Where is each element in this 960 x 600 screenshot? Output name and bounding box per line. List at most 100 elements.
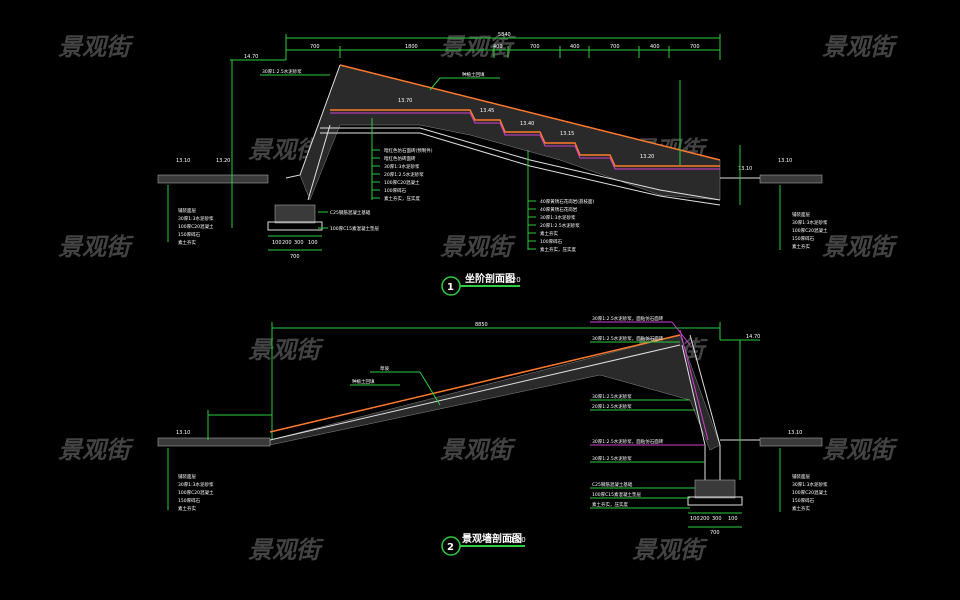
- dim: 100: [690, 516, 700, 522]
- callout: 30厚1:2.5水泥砂浆: [592, 393, 632, 400]
- watermark: 景观街: [822, 33, 898, 61]
- dim: 400: [650, 44, 660, 50]
- callout: 30厚1:3水泥砂浆: [792, 219, 828, 226]
- dim: 200: [700, 516, 710, 522]
- callout: C25钢筋混凝土基础: [592, 481, 633, 488]
- section-scale: 1:20: [510, 536, 526, 544]
- dim: 300: [712, 516, 722, 522]
- callout: 100厚C20混凝土: [178, 223, 214, 230]
- elevation: 13.20: [640, 154, 654, 160]
- section-2: 8850 100 200 300 100 700 14.70 13.10 13.…: [157, 315, 828, 556]
- dim: 200: [282, 240, 292, 246]
- elevation: 13.40: [520, 121, 534, 127]
- callout: 20厚1:2.5水泥砂浆: [384, 171, 424, 178]
- callout: 素土夯实: [792, 243, 810, 250]
- elevation: 13.70: [398, 98, 412, 104]
- elevation: 13.15: [560, 131, 574, 137]
- dim: 100: [728, 516, 738, 522]
- elevation: 13.10: [788, 430, 802, 436]
- dim: 100: [308, 240, 318, 246]
- section-title: 坐阶剖面图: [465, 272, 515, 285]
- callout: 30厚1:2.5水泥砂浆: [262, 68, 302, 75]
- callout: 100厚碎石: [540, 238, 563, 245]
- callout: 种植土回填: [352, 378, 375, 385]
- callout: 30厚1:3水泥砂浆: [178, 481, 214, 488]
- callout: 30厚1:3水泥砂浆: [540, 214, 576, 221]
- dim: 700: [530, 44, 540, 50]
- watermark: 景观街: [58, 436, 134, 464]
- elevation: 13.10: [176, 158, 190, 164]
- callout: 150厚碎石: [792, 497, 815, 504]
- callout: 30厚1:2.5水泥砂浆: [592, 455, 632, 462]
- callout: 暗红色仿石面砖(预制件): [384, 147, 433, 154]
- callout: 30厚1:2.5水泥砂浆，面贴仿石面砖: [592, 315, 664, 322]
- callout: 铺装面层: [792, 211, 810, 218]
- callout: 30厚1:2.5水泥砂浆，面贴仿石面砖: [592, 335, 664, 342]
- callout: 40厚黄锈石花岗岩: [540, 206, 578, 213]
- callout: 素土夯实: [178, 239, 196, 246]
- elevation: 13.10: [738, 166, 752, 172]
- watermark: 景观街: [248, 536, 324, 564]
- section-number: 1: [447, 282, 454, 293]
- callout: 草坡: [380, 365, 389, 372]
- dim: 700: [610, 44, 620, 50]
- watermark: 景观街: [440, 436, 516, 464]
- dim: 300: [294, 240, 304, 246]
- callout: 素土夯实: [540, 230, 558, 237]
- elevation: 13.10: [176, 430, 190, 436]
- elevation: 14.70: [244, 54, 258, 60]
- callout-list-right: 40厚黄锈石花岗岩(荔枝面) 40厚黄锈石花岗岩 30厚1:3水泥砂浆 20厚1…: [528, 198, 594, 253]
- elevation: 13.10: [778, 158, 792, 164]
- dim-total: 5840: [498, 32, 511, 38]
- watermark: 景观街: [248, 336, 324, 364]
- dim: 400: [570, 44, 580, 50]
- watermark: 景观街: [58, 233, 134, 261]
- dim: 400: [493, 44, 503, 50]
- callout: 150厚碎石: [792, 235, 815, 242]
- callout: 30厚1:3水泥砂浆: [178, 215, 214, 222]
- callout: 100厚C15素混凝土垫层: [592, 491, 641, 498]
- elevation: 13.20: [216, 158, 230, 164]
- callout: 100厚碎石: [384, 187, 407, 194]
- callout-list-ground-left: 铺装面层 30厚1:3水泥砂浆 100厚C20混凝土 150厚碎石 素土夯实: [178, 473, 214, 512]
- callout: 素土夯实，压实度: [592, 501, 628, 508]
- dim: 700: [310, 44, 320, 50]
- callout: 铺装面层: [792, 473, 810, 480]
- callout: 暗红色仿砖面砖: [384, 155, 416, 162]
- callout: 30厚1:3水泥砂浆: [384, 163, 420, 170]
- callout: 素土夯实: [178, 505, 196, 512]
- callout: 素土夯实，压实度: [384, 195, 420, 202]
- callout: 100厚C20混凝土: [792, 227, 828, 234]
- dim: 700: [710, 530, 720, 536]
- watermark: 景观街: [822, 436, 898, 464]
- dim: 700: [290, 254, 300, 260]
- callout: 铺装面层: [178, 473, 196, 480]
- callout-list-wall: 30厚1:2.5水泥砂浆，面贴仿石面砖 30厚1:2.5水泥砂浆，面贴仿石面砖 …: [590, 315, 705, 463]
- section-title: 景观墙剖面图: [462, 532, 522, 545]
- callout: 20厚1:2.5水泥砂浆: [540, 222, 580, 229]
- callout: 40厚黄锈石花岗岩(荔枝面): [540, 198, 594, 205]
- dim: 1800: [405, 44, 418, 50]
- callout: 100厚C20混凝土: [792, 489, 828, 496]
- elevation: 13.45: [480, 108, 494, 114]
- watermark: 景观街: [440, 233, 516, 261]
- dim-total: 8850: [475, 322, 488, 328]
- callout: 150厚碎石: [178, 497, 201, 504]
- callout-list-footing: C25钢筋混凝土基础 100厚C15素混凝土垫层 素土夯实，压实度: [590, 481, 695, 509]
- callout-list-ground-left: 铺装面层 30厚1:3水泥砂浆 100厚C20混凝土 150厚碎石 素土夯实: [178, 207, 214, 246]
- callout-list-ground-right: 铺装面层 30厚1:3水泥砂浆 100厚C20混凝土 150厚碎石 素土夯实: [792, 211, 828, 250]
- callout: 30厚1:2.5水泥砂浆，面贴仿石面砖: [592, 438, 664, 445]
- callout: 100厚C20混凝土: [178, 489, 214, 496]
- section-1: 5840 700 1800 400 700 400 700 400 700 10…: [157, 32, 828, 296]
- callout: 铺装面层: [178, 207, 196, 214]
- section-scale: 1:20: [505, 276, 521, 284]
- dim: 100: [272, 240, 282, 246]
- callout: 素土夯实: [792, 505, 810, 512]
- callout-list-ground-right: 铺装面层 30厚1:3水泥砂浆 100厚C20混凝土 150厚碎石 素土夯实: [792, 473, 828, 512]
- watermark: 景观街: [58, 33, 134, 61]
- callout: 素土夯实，压实度: [540, 246, 576, 253]
- callout: 100厚C20混凝土: [384, 179, 420, 186]
- callout: 100厚C15素混凝土垫层: [330, 225, 379, 232]
- section-number: 2: [447, 542, 454, 553]
